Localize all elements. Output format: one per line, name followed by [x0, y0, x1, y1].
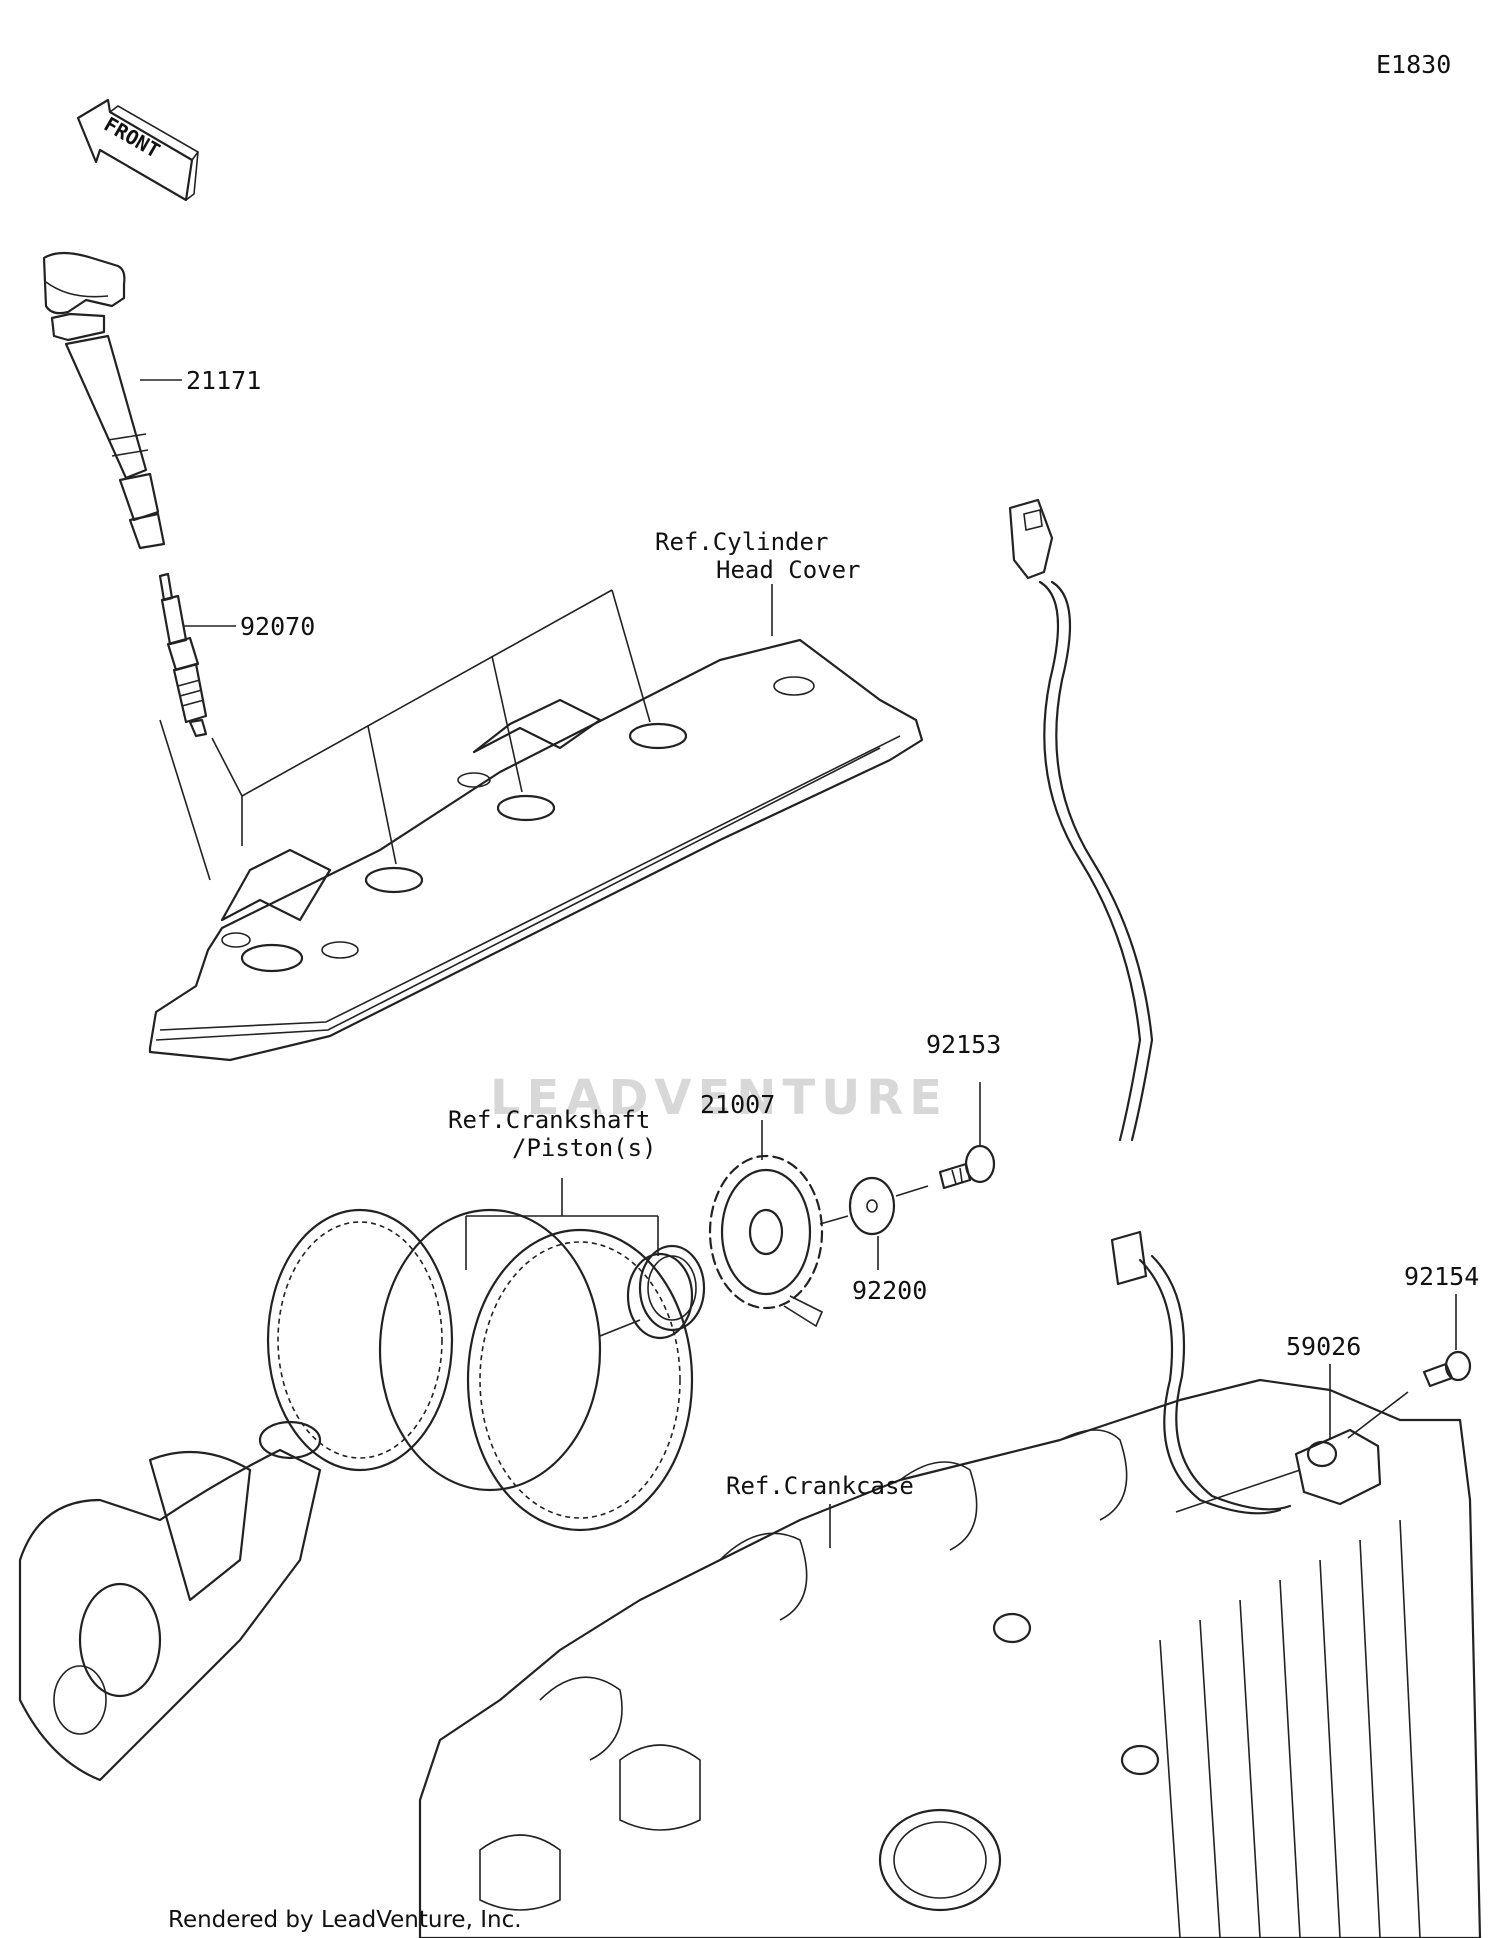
part-number-92200[interactable]: 92200 — [852, 1276, 928, 1305]
crankcase-icon — [418, 1378, 1482, 1938]
leader-lines — [140, 379, 1457, 1548]
washer-icon — [848, 1176, 896, 1236]
timing-rotor-icon — [708, 1154, 824, 1328]
front-arrow-icon: FRONT — [76, 98, 200, 202]
ref-crankcase: Ref.Crankcase — [726, 1472, 914, 1500]
footer-credit: Rendered by LeadVenture, Inc. — [168, 1907, 522, 1933]
watermark: LEADVENTURE — [490, 1070, 948, 1126]
bolt-icon — [938, 1144, 996, 1190]
part-number-92070[interactable]: 92070 — [240, 612, 316, 641]
ignition-coil-icon — [42, 251, 166, 550]
cylinder-head-cover-icon — [148, 638, 924, 1062]
sensor-bolt-icon — [1422, 1350, 1472, 1388]
crank-sensor-icon — [1008, 498, 1382, 1515]
diagram-code: E1830 — [1376, 50, 1452, 79]
ref-crankshaft-line1: Ref.Crankshaft — [448, 1106, 651, 1134]
crank-gear-icon — [599, 1244, 706, 1340]
ref-cylinder-head-cover-line2: Head Cover — [716, 556, 861, 584]
part-number-92153[interactable]: 92153 — [926, 1030, 1002, 1059]
ref-crankshaft-line2: /Piston(s) — [512, 1134, 657, 1162]
ref-cylinder-head-cover-line1: Ref.Cylinder — [655, 528, 829, 556]
part-number-92154[interactable]: 92154 — [1404, 1262, 1480, 1291]
crankshaft-icon — [18, 1208, 694, 1782]
part-number-59026[interactable]: 59026 — [1286, 1332, 1362, 1361]
part-number-21007[interactable]: 21007 — [700, 1090, 776, 1119]
part-number-21171[interactable]: 21171 — [186, 366, 262, 395]
spark-plug-icon — [158, 572, 208, 738]
